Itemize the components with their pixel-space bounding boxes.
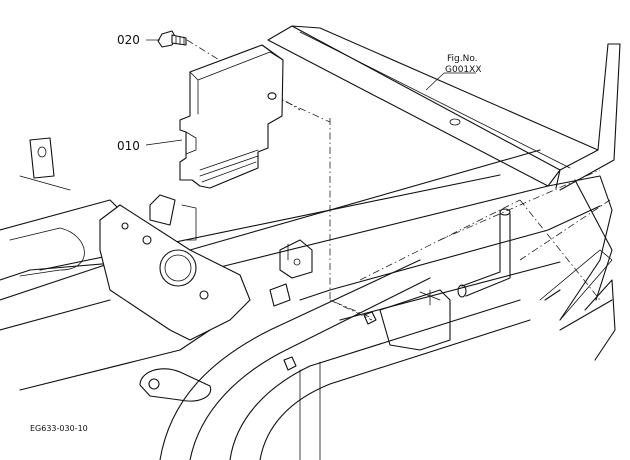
plate-hole-1 xyxy=(142,235,152,245)
right-frame xyxy=(539,175,616,361)
bracket-hole xyxy=(37,146,47,158)
callout-label-020: 020 xyxy=(117,33,140,47)
top-cover-panel xyxy=(267,25,621,191)
lower-tube xyxy=(139,259,531,460)
drawing-code: EG633-030-10 xyxy=(30,424,88,433)
plate-hole-2 xyxy=(199,290,209,300)
bolt-020 xyxy=(157,30,187,48)
clip-connector-2 xyxy=(283,356,297,371)
lower-housing xyxy=(379,289,451,351)
small-clips xyxy=(269,239,377,371)
clip-connector-1 xyxy=(363,311,377,325)
module-mount-hole xyxy=(267,92,277,100)
figure-number-block: Fig.No. G001XX xyxy=(425,54,481,91)
callout-label-010: 010 xyxy=(117,139,140,153)
callout-020: 020 xyxy=(117,33,160,47)
fig-no-value: G001XX xyxy=(445,65,481,75)
callout-010: 010 xyxy=(117,139,183,153)
fig-no-label: Fig.No. xyxy=(447,54,478,64)
tube-bolt-hole xyxy=(148,378,160,390)
cover-hole xyxy=(449,118,461,126)
l-pipe xyxy=(457,208,511,298)
plate-large-hole xyxy=(159,249,197,287)
controller-module-010 xyxy=(179,44,284,189)
plate-hole-3 xyxy=(121,222,129,230)
alignment-lines xyxy=(186,39,611,321)
mounting-plate xyxy=(99,194,251,341)
